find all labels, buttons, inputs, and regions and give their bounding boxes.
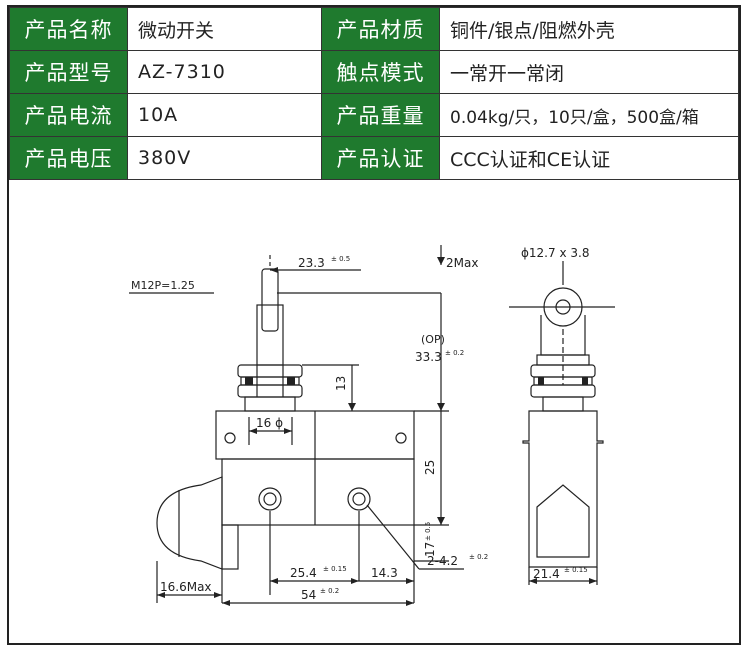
product-sheet: 产品名称 微动开关 产品材质 铜件/银点/阻燃外壳 产品型号 AZ-7310 触… [7, 5, 741, 645]
side-body-shape [522, 410, 604, 568]
dim-54: 54 [301, 588, 316, 602]
dimension-drawing: M12P=1.25 23.3 ± 0.5 2Max (OP) 33.3 ± 0.… [129, 245, 615, 606]
dim-21-4: 21.4 [533, 567, 560, 581]
dim-13: 13 [334, 376, 348, 391]
dim-25: 25 [423, 460, 437, 475]
spec-value: 10A [127, 93, 322, 137]
spec-row: 产品电压 380V 产品认证 CCC认证和CE认证 [9, 136, 739, 180]
bushing-shape [244, 396, 296, 412]
tol-17: ± 0.5 [424, 522, 432, 541]
dim-23-3: 23.3 [298, 256, 325, 270]
spec-row: 产品电流 10A 产品重量 0.04kg/只，10只/盒，500盒/箱 [9, 93, 739, 137]
spec-row: 产品名称 微动开关 产品材质 铜件/银点/阻燃外壳 [9, 7, 739, 51]
tol-21-4: ± 0.15 [564, 566, 588, 574]
thread-label: M12P=1.25 [131, 279, 195, 292]
spec-label: 产品名称 [9, 7, 128, 51]
tol-54: ± 0.2 [320, 587, 339, 595]
spec-label: 产品材质 [321, 7, 440, 51]
spec-label: 产品型号 [9, 50, 128, 94]
spec-value: CCC认证和CE认证 [439, 136, 739, 180]
dim-16: 16 ϕ [256, 416, 283, 430]
tol-holes: ± 0.2 [469, 553, 488, 561]
tol-25-4: ± 0.15 [323, 565, 347, 573]
dim-14-3: 14.3 [371, 566, 398, 580]
op-label: (OP) [421, 333, 445, 346]
spec-value: 铜件/银点/阻燃外壳 [439, 7, 739, 51]
cable-gland-shape [156, 476, 223, 570]
dim-25-4: 25.4 [290, 566, 317, 580]
spec-row: 产品型号 AZ-7310 触点模式 一常开一常闭 [9, 50, 739, 94]
spec-value: AZ-7310 [127, 50, 322, 94]
holes-label: 2-4.2 [427, 554, 458, 568]
plunger-sleeve-shape [256, 304, 284, 366]
spec-table: 产品名称 微动开关 产品材质 铜件/银点/阻燃外壳 产品型号 AZ-7310 触… [9, 7, 739, 180]
spec-value: 微动开关 [127, 7, 322, 51]
plunger-shape [261, 268, 279, 332]
max-travel-label: 2Max [446, 256, 478, 270]
spec-value: 0.04kg/只，10只/盒，500盒/箱 [439, 93, 739, 137]
tol-33-3: ± 0.2 [445, 349, 464, 357]
spec-label: 产品电压 [9, 136, 128, 180]
spec-label: 产品电流 [9, 93, 128, 137]
spec-label: 产品重量 [321, 93, 440, 137]
tol-23-3: ± 0.5 [331, 255, 350, 263]
dim-17: 17 [423, 542, 437, 557]
spec-value: 380V [127, 136, 322, 180]
spec-label: 触点模式 [321, 50, 440, 94]
nut-bottom-shape [237, 384, 303, 398]
gland-side-shape [536, 484, 590, 558]
nut-top-shape [237, 364, 303, 378]
dim-16-6: 16.6Max [160, 580, 212, 594]
switch-body-shape [221, 458, 415, 526]
roller-label: ϕ12.7 x 3.8 [521, 246, 589, 260]
spec-value: 一常开一常闭 [439, 50, 739, 94]
dim-33-3: 33.3 [415, 350, 442, 364]
spec-label: 产品认证 [321, 136, 440, 180]
gland-base-shape [221, 524, 239, 570]
